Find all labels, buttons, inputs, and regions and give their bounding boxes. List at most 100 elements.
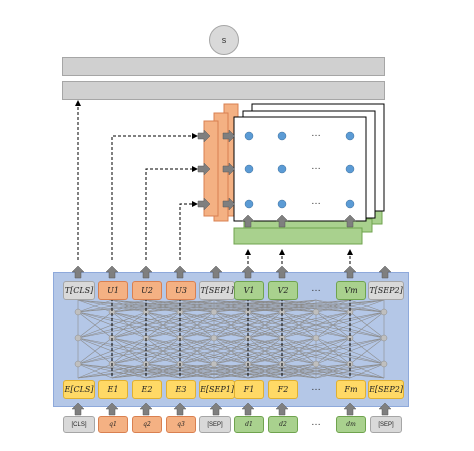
block-arrow [275,214,289,228]
mesh-node [312,308,320,316]
mesh-connection [77,337,113,365]
mesh-connection [281,311,385,339]
block-arrow [343,265,357,279]
input-d1: d1 [234,416,264,433]
mesh-node [312,360,320,368]
mesh-node [380,308,388,316]
dashed-connections [75,100,353,377]
mesh-connection [349,363,385,379]
embedding-e3: E3 [166,380,196,399]
matrix-ellipsis-row3: … [311,196,321,207]
mesh-connection [77,311,181,339]
input-ellipsis: … [311,417,321,428]
block-arrow [343,402,357,416]
embedding-e-sep1: E[SEP1] [199,380,235,399]
block-arrow [222,162,236,176]
mesh-connection [145,337,283,365]
mesh-node [210,308,218,316]
block-arrow [275,265,289,279]
token-t-cls: T[CLS] [63,281,95,300]
mesh-node [380,360,388,368]
block-arrow [197,197,211,211]
mesh-connection [349,311,385,339]
mesh-connection [247,337,385,365]
block-arrow [222,129,236,143]
mesh-connection [349,337,385,365]
mesh-connection [77,363,181,379]
embedding-e2: E2 [132,380,162,399]
embedding-f1: F1 [234,380,264,399]
mesh-node [74,308,82,316]
mesh-connection [247,299,351,313]
input-dm: dm [336,416,366,433]
mesh-connection [145,337,249,365]
input-q2: q2 [132,416,162,433]
mesh-connection [77,299,181,313]
mesh-connection [281,299,385,313]
matrix-ellipsis-row2: … [311,161,321,172]
embedding-e-cls: E[CLS] [63,380,95,399]
matrix-ellipsis-row1: … [311,128,321,139]
mesh-connection [111,311,215,339]
dense-layer-bottom [62,81,385,100]
mesh-connection [281,363,385,379]
input-q3: q3 [166,416,196,433]
embedding-fm: Fm [336,380,366,399]
block-arrows [71,129,392,416]
block-arrow [222,197,236,211]
block-arrow [241,214,255,228]
token-vm: Vm [336,281,366,300]
mesh-connection [213,299,317,313]
transformer-mesh [77,299,385,379]
mesh-connection [281,337,385,365]
block-arrow [173,265,187,279]
mesh-connection [77,363,113,379]
block-arrow [378,265,392,279]
mesh-connection [145,363,283,379]
mesh-node [312,334,320,342]
mesh-connection [145,311,283,339]
mesh-connection [213,311,317,339]
block-arrow [343,214,357,228]
token-u2: U2 [132,281,162,300]
token-v2: V2 [268,281,298,300]
mesh-connection [179,299,283,313]
mesh-connection [247,299,385,313]
mesh-connection [213,363,317,379]
block-arrow [105,402,119,416]
top-row-ellipsis: … [311,283,321,294]
mesh-node [74,334,82,342]
dense-layer-top [62,57,385,76]
block-arrow [241,402,255,416]
mesh-connection [77,299,113,313]
mesh-connection [111,363,215,379]
input-q1: q1 [98,416,128,433]
mesh-connection [77,337,181,365]
block-arrow [173,402,187,416]
mesh-node [210,334,218,342]
block-arrow [139,265,153,279]
block-arrow [378,402,392,416]
interaction-matrix-stack [233,103,385,222]
input-sep-end: [SEP] [370,416,402,433]
mesh-connection [77,311,113,339]
mesh-connection [111,299,215,313]
block-arrow [71,402,85,416]
block-arrow [275,402,289,416]
score-node: s [209,25,239,55]
mesh-connection [179,337,283,365]
mesh-node [74,360,82,368]
block-arrow [209,402,223,416]
embedding-ellipsis: … [311,382,321,393]
input-sep: [SEP] [199,416,231,433]
mesh-connection [247,311,351,339]
mesh-connection [145,363,249,379]
block-arrow [197,162,211,176]
mesh-connection [213,337,317,365]
matrix-nodes [244,131,355,209]
token-v1: V1 [234,281,264,300]
block-arrow [197,129,211,143]
mesh-connection [179,311,283,339]
mesh-node [210,360,218,368]
